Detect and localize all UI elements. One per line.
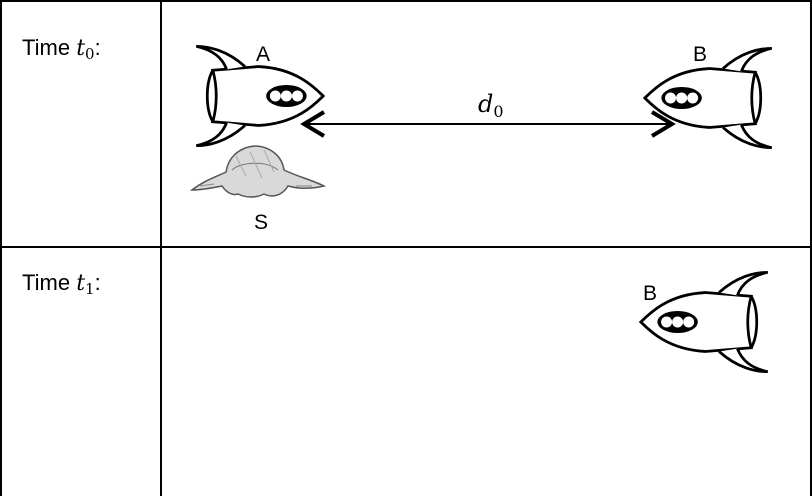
ship-label-b-t1: B <box>643 282 658 305</box>
ship-label-s: S <box>254 211 269 234</box>
rocket-b-icon <box>643 46 774 150</box>
time-subscript: 0 <box>85 45 95 63</box>
time-variable: t <box>76 271 86 296</box>
ship-label-b: B <box>693 43 708 66</box>
row-label-suffix: : <box>94 35 101 60</box>
row-label-suffix: : <box>94 270 101 295</box>
ship-label-a: A <box>256 43 271 66</box>
time-variable: t <box>76 36 86 61</box>
row-label-t0: Time t0: <box>22 37 101 62</box>
distance-label: d0 <box>478 92 504 120</box>
time-subscript: 1 <box>85 280 95 298</box>
row-label-t1: Time t1: <box>22 272 101 297</box>
ufo-icon <box>189 145 327 198</box>
distance-variable: d <box>478 90 494 118</box>
rocket-b-t1-icon <box>639 270 770 374</box>
row-label-prefix: Time <box>22 270 77 295</box>
distance-subscript: 0 <box>493 102 504 121</box>
row-label-prefix: Time <box>22 35 77 60</box>
